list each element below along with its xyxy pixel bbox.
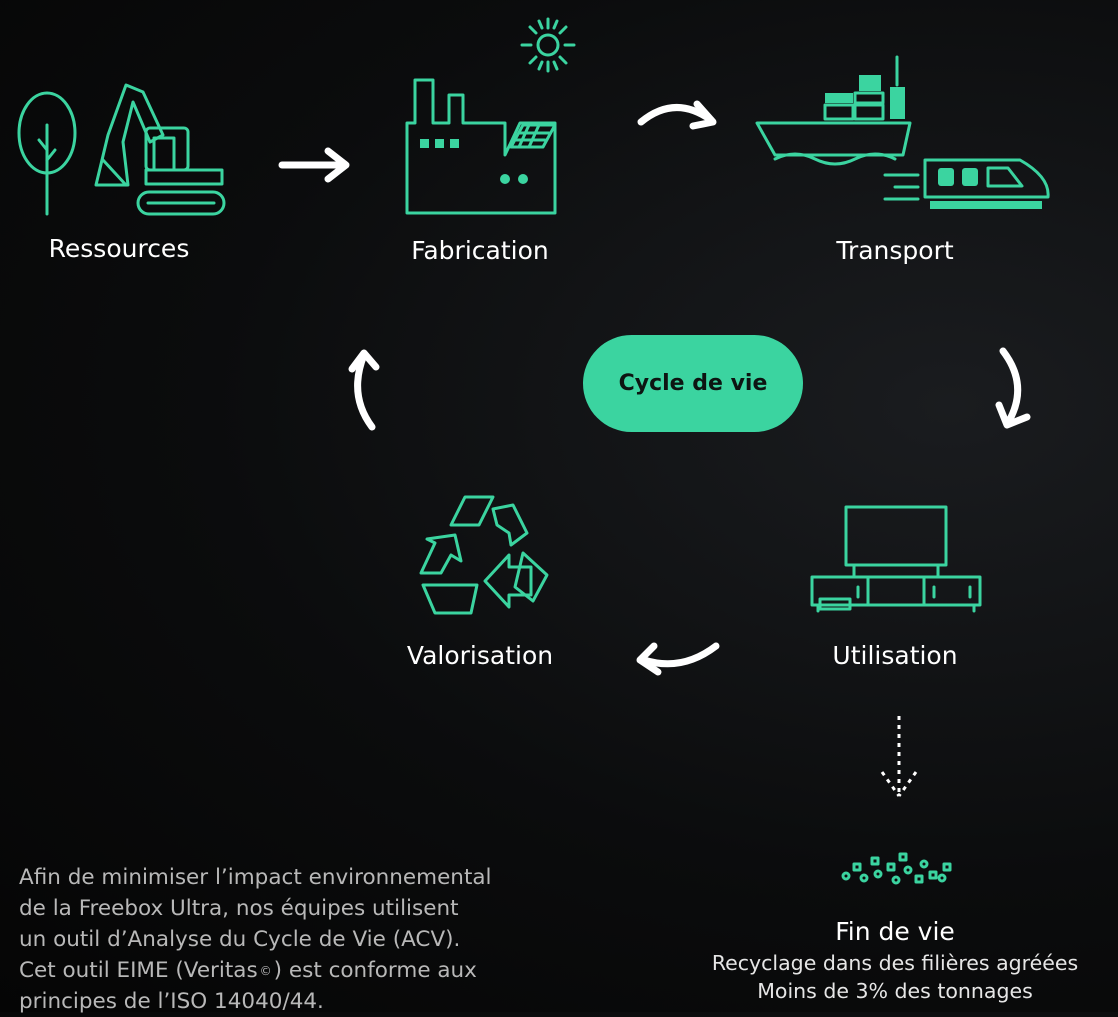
stage-label-ressources: Ressources — [48, 234, 190, 263]
arrow-right-icon — [278, 147, 350, 183]
recycle-icon — [419, 495, 549, 615]
factory-icon — [405, 78, 557, 215]
intro-line-part: ) est conforme aux — [273, 958, 477, 983]
curved-arrow-icon — [637, 100, 717, 130]
stage-label-valorisation: Valorisation — [406, 641, 554, 670]
intro-line: Afin de minimiser l’impact environnement… — [19, 865, 492, 890]
excavator-icon — [94, 83, 226, 216]
tree-icon — [17, 91, 77, 216]
stage-label-fabrication: Fabrication — [411, 236, 549, 265]
debris-icon — [841, 852, 952, 885]
curved-arrow-left-icon — [636, 642, 720, 676]
end-of-life-title: Fin de vie — [835, 917, 955, 946]
stage-label-utilisation: Utilisation — [832, 641, 958, 670]
intro-line: de la Freebox Ultra, nos équipes utilise… — [19, 896, 459, 921]
dotted-arrow-down-icon — [880, 716, 918, 797]
ship-icon — [755, 55, 912, 166]
intro-line-part: Cet outil EIME (Veritas — [19, 958, 258, 983]
curved-arrow-down-icon — [995, 347, 1031, 429]
intro-line: Cet outil EIME (Veritas©) est conforme a… — [19, 955, 599, 986]
stage-label-transport: Transport — [836, 236, 954, 265]
end-of-life-line: Recyclage dans des filières agréées — [711, 951, 1079, 975]
cycle-center-label: Cycle de vie — [618, 371, 768, 396]
intro-line: un outil d’Analyse du Cycle de Vie (ACV)… — [19, 927, 461, 952]
tv-cabinet-icon — [810, 505, 982, 613]
copyright-symbol: © — [259, 963, 272, 978]
end-of-life-block: Fin de vie Recyclage dans des filières a… — [660, 915, 1118, 1005]
end-of-life-line: Moins de 3% des tonnages — [757, 979, 1033, 1003]
intro-paragraph: Afin de minimiser l’impact environnement… — [19, 862, 599, 1017]
sun-icon — [520, 17, 576, 73]
cycle-center-pill: Cycle de vie — [583, 335, 803, 432]
train-icon — [883, 158, 1050, 209]
intro-line: principes de l’ISO 14040/44. — [19, 989, 324, 1014]
curved-arrow-up-icon — [348, 349, 380, 431]
